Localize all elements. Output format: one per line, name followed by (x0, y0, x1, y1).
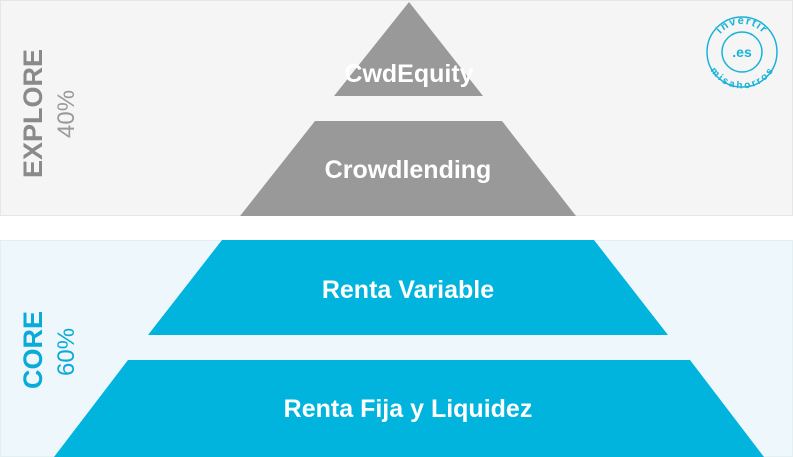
logo-top-text: invertir (714, 15, 769, 36)
tier-renta-fija (54, 360, 764, 457)
tier-cwdequity-label: CwdEquity (344, 60, 473, 88)
tier-crowdlending-label: Crowdlending (325, 156, 492, 184)
tier-cwdequity (334, 2, 483, 96)
logo-center-text: .es (732, 44, 752, 60)
tier-renta-fija-label: Renta Fija y Liquidez (284, 395, 533, 423)
tier-crowdlending (240, 121, 576, 216)
svg-text:invertir: invertir (714, 15, 770, 36)
invertir-misahorros-logo: invertir misahorros .es (706, 15, 778, 90)
tier-renta-variable-label: Renta Variable (322, 276, 494, 304)
tier-renta-variable (148, 240, 668, 335)
